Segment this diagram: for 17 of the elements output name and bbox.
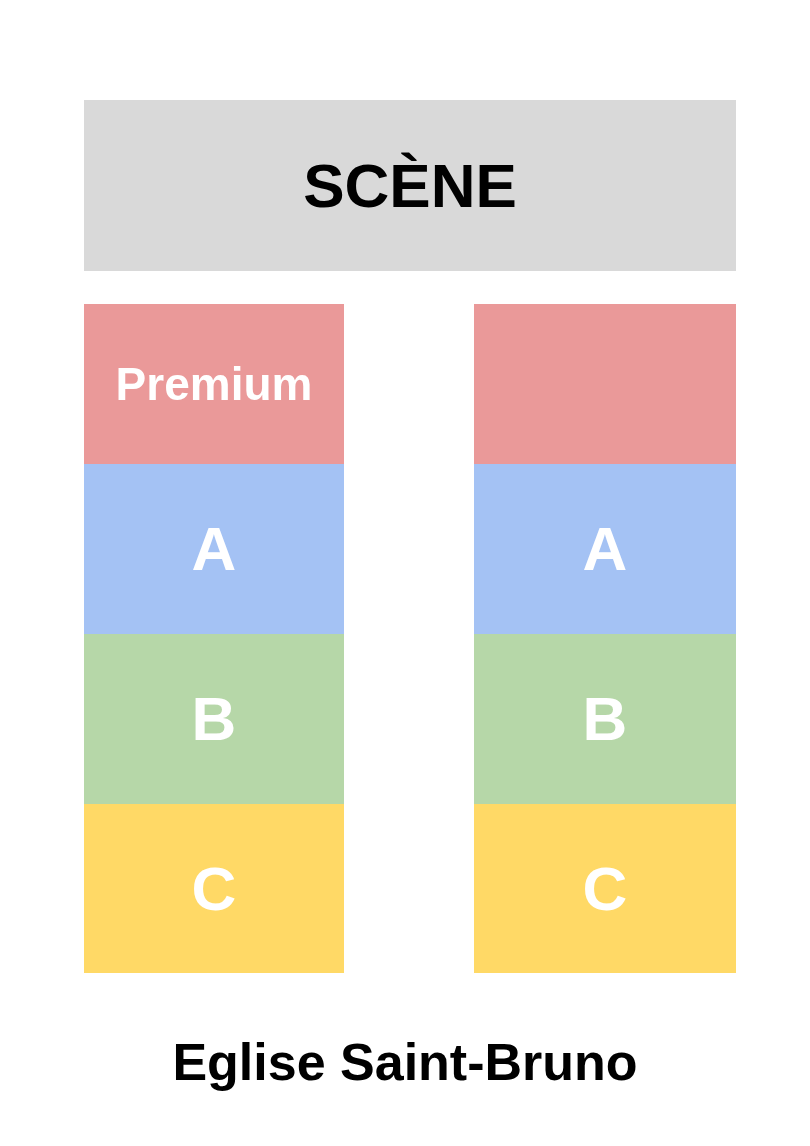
section-label: C: [191, 857, 237, 920]
section-label: C: [582, 857, 628, 920]
seating-section: [84, 634, 344, 804]
stage-area: [84, 100, 736, 271]
seating-section: [474, 464, 736, 634]
seating-section: [84, 464, 344, 634]
section-label: B: [191, 688, 237, 750]
section-label: A: [582, 518, 628, 580]
section-label: A: [191, 518, 237, 580]
seating-section: [84, 804, 344, 973]
seating-section: [474, 634, 736, 804]
seating-section: [84, 304, 344, 464]
section-label: B: [582, 688, 628, 750]
seating-section: [474, 304, 736, 464]
section-label: Premium: [115, 361, 313, 407]
stage-label: SCÈNE: [303, 154, 517, 217]
seating-section: [474, 804, 736, 973]
